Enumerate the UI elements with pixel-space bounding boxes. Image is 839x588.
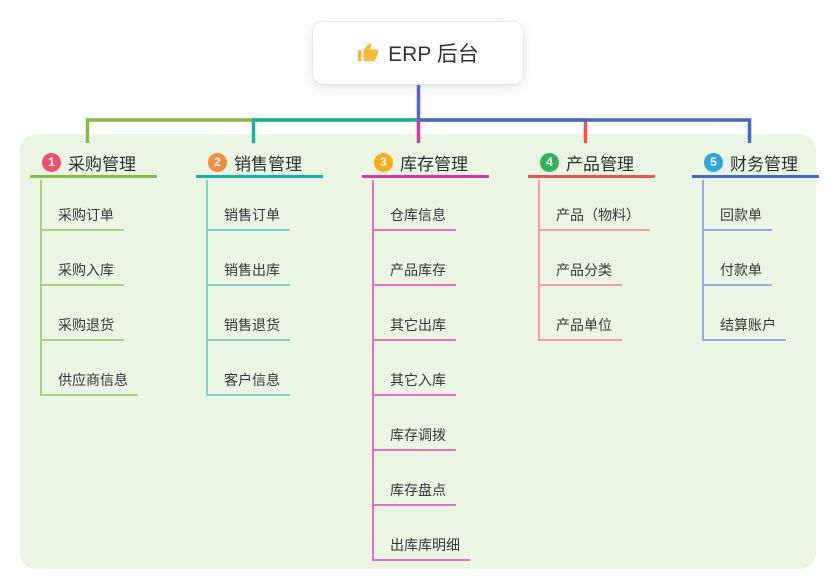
branch-child-connector [372, 180, 374, 561]
branches-panel-background [20, 134, 816, 569]
branch-title: 2 销售管理 [196, 149, 323, 178]
branch-child-connector [702, 180, 704, 341]
branch-title-label: 财务管理 [730, 154, 798, 174]
branch-number-badge: 3 [374, 152, 393, 172]
branch-title-label: 库存管理 [400, 154, 468, 174]
root-node: ERP 后台 [313, 22, 523, 84]
child-node: 采购订单 [40, 199, 124, 231]
child-node: 仓库信息 [372, 199, 456, 231]
branch-title: 4 产品管理 [528, 149, 655, 178]
child-node: 产品库存 [372, 254, 456, 286]
child-node: 产品分类 [538, 254, 622, 286]
child-node: 销售出库 [206, 254, 290, 286]
branch-child-connector [206, 180, 208, 396]
thumbs-up-icon [357, 42, 379, 64]
branch-title-label: 产品管理 [566, 154, 634, 174]
child-node: 库存盘点 [372, 474, 456, 506]
branch-child-connector [40, 180, 42, 396]
branch-number-badge: 1 [42, 152, 61, 172]
child-node: 回款单 [702, 199, 772, 231]
child-node: 库存调拨 [372, 419, 456, 451]
child-node: 产品单位 [538, 309, 622, 341]
child-node: 采购入库 [40, 254, 124, 286]
branch-number-badge: 2 [208, 152, 227, 172]
branch-child-connector [538, 180, 540, 341]
root-node-label: ERP 后台 [388, 43, 479, 66]
child-node: 采购退货 [40, 309, 124, 341]
child-node: 销售订单 [206, 199, 290, 231]
child-node: 其它入库 [372, 364, 456, 396]
child-node: 结算账户 [702, 309, 786, 341]
branch-number-badge: 4 [540, 152, 559, 172]
thumbs-up-path [358, 42, 379, 62]
child-node: 产品（物料） [538, 199, 650, 231]
branch-number-badge: 5 [704, 152, 723, 172]
branch-title: 5 财务管理 [692, 149, 819, 178]
child-node: 出库库明细 [372, 529, 470, 561]
branch-title-label: 销售管理 [234, 154, 302, 174]
child-node: 供应商信息 [40, 364, 138, 396]
child-node: 销售退货 [206, 309, 290, 341]
branch-title: 3 库存管理 [362, 149, 489, 178]
child-node: 客户信息 [206, 364, 290, 396]
branch-title-label: 采购管理 [68, 154, 136, 174]
branch-title: 1 采购管理 [30, 149, 157, 178]
child-node: 其它出库 [372, 309, 456, 341]
child-node: 付款单 [702, 254, 772, 286]
